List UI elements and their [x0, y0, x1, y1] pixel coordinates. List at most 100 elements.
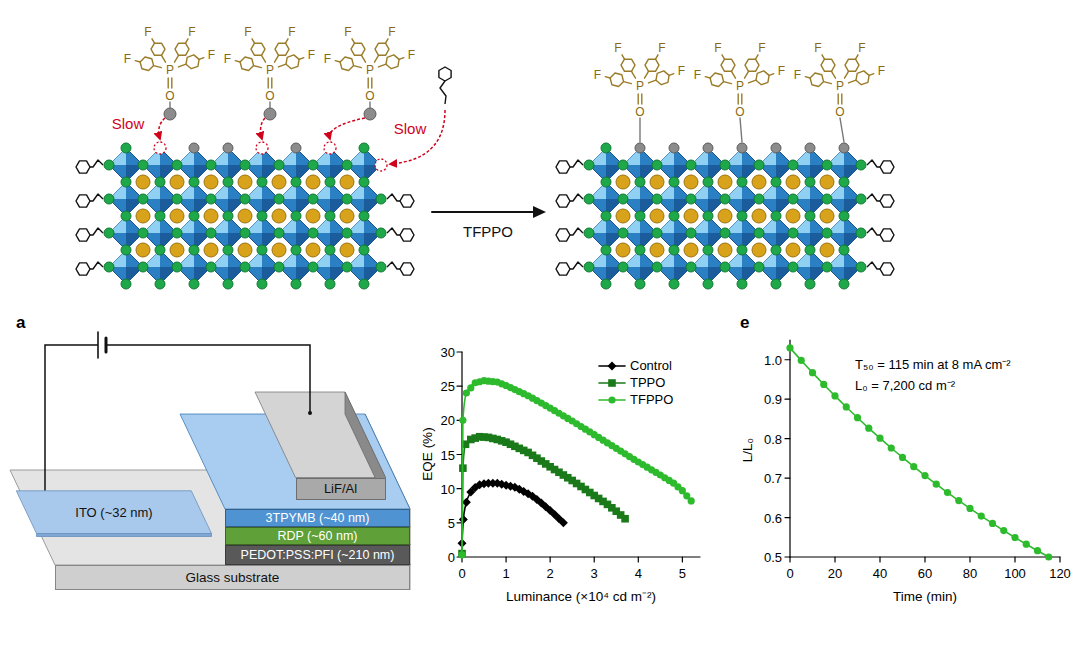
ito-layer: ITO (~32 nm): [10, 489, 215, 539]
bond: [822, 55, 825, 59]
ligand-ring: [880, 229, 894, 241]
cation-dot: [786, 175, 800, 189]
data-line: [462, 483, 563, 543]
bond: [624, 82, 632, 84]
ligand-ring: [439, 67, 451, 81]
halide-dot: [121, 279, 131, 289]
cation-dot: [650, 209, 664, 223]
halide-dot: [291, 177, 301, 187]
cation-dot: [616, 175, 630, 189]
oxygen-atom: O: [835, 106, 844, 118]
tick-label: 20: [441, 414, 455, 427]
halide-dot: [325, 211, 335, 221]
data-marker: [688, 497, 695, 504]
reaction-arrow: [432, 211, 535, 213]
double-bond: [271, 78, 272, 88]
legend-label: TPPO: [630, 376, 665, 389]
bond: [286, 39, 289, 43]
halide-dot: [737, 279, 747, 289]
passivated-site: [635, 143, 645, 153]
bond: [848, 80, 856, 83]
rate-note: Slow: [394, 121, 427, 136]
halide-dot: [274, 194, 284, 204]
halide-dot: [121, 211, 131, 221]
phenyl-ring: [386, 55, 399, 69]
halide-dot: [805, 279, 815, 289]
fluorine-atom: F: [408, 49, 415, 61]
halide-dot: [138, 262, 148, 272]
halide-dot: [206, 194, 216, 204]
halide-dot: [686, 262, 696, 272]
data-marker: [798, 357, 805, 364]
halide-dot: [189, 245, 199, 255]
fluorine-atom: F: [778, 65, 785, 77]
ito-face: [16, 491, 211, 534]
phenyl-ring: [351, 43, 365, 55]
ligand-ring: [880, 195, 894, 207]
ligand-chain: [90, 262, 103, 269]
oxygen-atom: O: [735, 106, 744, 118]
cation-dot: [272, 243, 286, 257]
ligand-ring: [76, 263, 90, 275]
tick-label: 2: [547, 567, 554, 580]
layer-label: RDP (~60 nm): [277, 530, 357, 543]
bond: [656, 55, 659, 59]
annotation: T₅₀ = 115 min at 8 mA cm⁻²: [855, 358, 1011, 371]
bond: [154, 66, 162, 68]
axis-line: [462, 556, 700, 557]
passivated-site: [223, 143, 233, 153]
halide-dot: [618, 228, 628, 238]
legend-entry: TFPPO: [598, 391, 673, 408]
halide-dot: [703, 177, 713, 187]
legend-sample: [598, 393, 626, 407]
ligand-chain: [387, 228, 400, 235]
ligand-chain: [867, 228, 880, 235]
halide-dot: [788, 228, 798, 238]
halide-dot: [720, 160, 730, 170]
slow-arrow: [390, 110, 445, 164]
phenyl-ring: [286, 55, 299, 69]
phenyl-ring: [721, 59, 735, 71]
halide-dot: [618, 262, 628, 272]
halide-dot: [308, 262, 318, 272]
cation-dot: [786, 209, 800, 223]
bond: [748, 80, 756, 83]
halide-dot: [584, 262, 594, 272]
cation-dot: [650, 175, 664, 189]
bond: [745, 71, 749, 78]
ligand-chain: [570, 262, 583, 269]
tick-label: 40: [873, 567, 887, 580]
layer-box: 3TPYMB (~40 nm): [225, 509, 410, 527]
halide-dot: [308, 160, 318, 170]
data-marker: [608, 379, 616, 387]
bond: [278, 64, 286, 67]
cation-dot: [820, 175, 834, 189]
fluorine-atom: F: [188, 26, 195, 38]
halide-dot: [601, 279, 611, 289]
tick-label: 0: [786, 567, 793, 580]
halide-dot: [342, 228, 352, 238]
phenyl-ring: [375, 43, 389, 55]
halide-dot: [359, 177, 369, 187]
tick-mark: [785, 359, 790, 360]
layer-label: 3TPYMB (~40 nm): [266, 512, 370, 525]
phenyl-ring: [140, 57, 154, 71]
halide-dot: [601, 177, 611, 187]
bond: [375, 55, 379, 62]
tick-mark: [789, 557, 790, 562]
halide-dot: [138, 228, 148, 238]
cation-dot: [272, 209, 286, 223]
halide-dot: [720, 262, 730, 272]
fluorine-atom: F: [344, 26, 351, 38]
halide-dot: [138, 194, 148, 204]
cation-dot: [820, 209, 834, 223]
tick-label: 5: [448, 516, 455, 529]
data-marker: [459, 417, 466, 424]
halide-dot: [771, 211, 781, 221]
rate-note: Slow: [112, 116, 145, 131]
bond: [669, 74, 674, 76]
tick-label: 4: [635, 567, 642, 580]
ligand-chain: [387, 194, 400, 201]
fluorine-atom: F: [714, 42, 721, 54]
oxygen-atom: O: [165, 90, 174, 102]
